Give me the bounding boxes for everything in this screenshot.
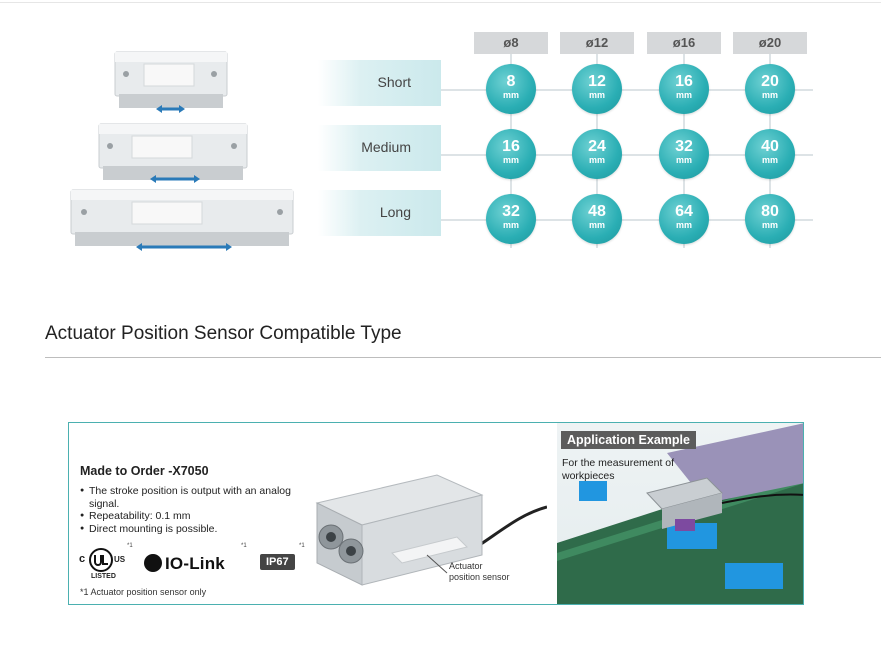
col-header-16: ø16	[647, 32, 721, 54]
col-header-20: ø20	[733, 32, 807, 54]
feature-item: Repeatability: 0.1 mm	[80, 510, 300, 523]
row-label-long: Long	[379, 204, 411, 220]
row-band-long: Long	[318, 190, 441, 236]
row-label-short: Short	[377, 74, 411, 90]
application-example-desc: For the measurement of workpieces	[562, 457, 675, 482]
slide-long-image	[70, 189, 294, 251]
actuator-product-image	[315, 474, 547, 586]
footnote-mark: *1	[127, 543, 133, 549]
slide-short-image	[114, 51, 228, 113]
io-link-icon	[144, 554, 162, 572]
section-title: Actuator Position Sensor Compatible Type	[45, 323, 402, 344]
grid-line	[441, 154, 813, 156]
ul-logo-icon	[89, 548, 113, 572]
grid-line	[441, 219, 813, 221]
application-example: Application Example For the measurement …	[557, 423, 803, 604]
application-example-title: Application Example	[561, 431, 696, 449]
certification-row: c US LISTED *1 IO-Link *1 IP67 *1	[79, 543, 309, 585]
callout-line: position sensor	[449, 572, 510, 582]
feature-list: The stroke position is output with an an…	[80, 485, 300, 535]
col-header-12: ø12	[560, 32, 634, 54]
callout-label: Actuator position sensor	[449, 561, 510, 583]
top-divider	[0, 2, 881, 3]
io-link-text: IO-Link	[165, 554, 225, 573]
slide-medium-image	[98, 123, 248, 183]
banner-title: Made to Order -X7050	[80, 464, 209, 478]
feature-item: The stroke position is output with an an…	[80, 485, 300, 510]
callout-line: Actuator	[449, 561, 483, 571]
footnote: *1 Actuator position sensor only	[80, 587, 207, 597]
ul-suffix: US	[114, 555, 126, 564]
ul-listed-logo: c US LISTED	[79, 547, 129, 583]
ul-prefix: c	[79, 553, 86, 565]
footnote-mark: *1	[299, 543, 305, 549]
feature-item: Direct mounting is possible.	[80, 523, 300, 536]
io-link-logo: IO-Link	[144, 554, 225, 574]
footnote-mark: *1	[241, 543, 247, 549]
row-band-medium: Medium	[318, 125, 441, 171]
ip67-badge: IP67	[260, 554, 295, 570]
row-band-short: Short	[318, 60, 441, 106]
row-label-medium: Medium	[361, 139, 411, 155]
grid-line	[441, 89, 813, 91]
application-example-image	[557, 423, 803, 604]
x7050-banner[interactable]: Made to Order -X7050 The stroke position…	[68, 422, 804, 605]
col-header-8: ø8	[474, 32, 548, 54]
ul-listed-text: LISTED	[91, 573, 116, 580]
section-divider	[45, 357, 881, 358]
